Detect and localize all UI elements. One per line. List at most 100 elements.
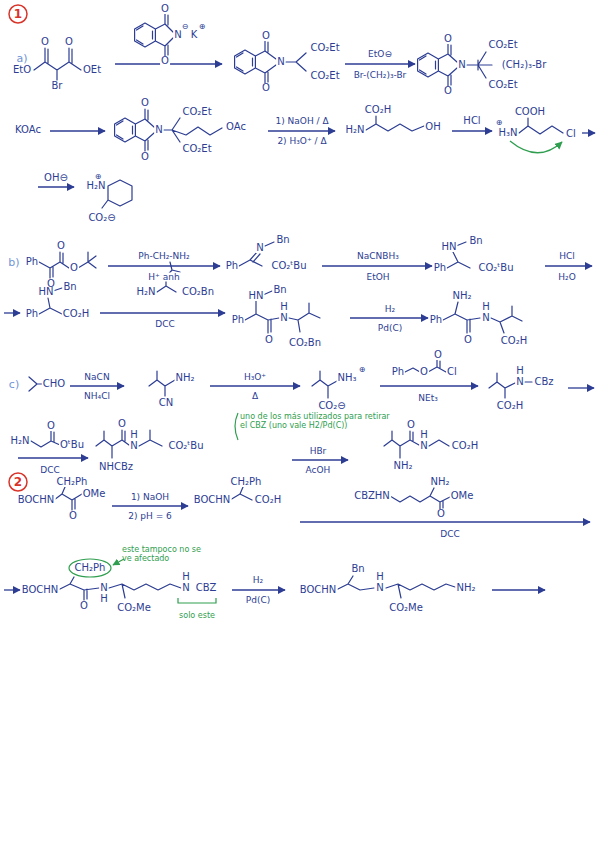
chem-label: H bbox=[375, 572, 385, 582]
chem-label: COOH bbox=[514, 107, 546, 117]
chem-label: NH₂ bbox=[174, 373, 195, 383]
chem-label: CO₂H bbox=[451, 441, 479, 451]
mechanism-arrow bbox=[510, 141, 562, 153]
chem-label: O bbox=[433, 350, 443, 360]
chem-label: Br-(CH₂)₃-Br bbox=[353, 71, 408, 80]
chem-label: CHO bbox=[42, 379, 66, 389]
chem-label: O bbox=[443, 86, 453, 96]
chem-label: NH₂ bbox=[455, 583, 476, 593]
chem-label: H bbox=[419, 430, 429, 440]
chem-label: O bbox=[160, 56, 170, 66]
margin-note: este tampoco no se ve afectado bbox=[122, 546, 204, 564]
chem-label: Ph bbox=[391, 367, 405, 377]
chem-label: O bbox=[419, 367, 429, 377]
chem-label: Ph bbox=[25, 257, 39, 267]
reaction-arrow bbox=[4, 312, 20, 313]
chem-label: CBz bbox=[533, 377, 554, 387]
chem-label: CBZHN bbox=[353, 491, 391, 501]
chem-label: N bbox=[457, 60, 466, 70]
reaction-arrow bbox=[210, 385, 300, 386]
chem-label: CH₂Ph bbox=[230, 477, 263, 487]
chem-label: CO₂Me bbox=[388, 603, 424, 613]
reaction-arrow bbox=[108, 265, 220, 266]
chem-label: 1) NaOH / Δ bbox=[274, 117, 329, 126]
reaction-arrow bbox=[492, 589, 545, 590]
reaction-arrow bbox=[100, 312, 225, 313]
chem-label: CO₂H bbox=[254, 495, 282, 505]
chem-label: Pd(C) bbox=[377, 324, 403, 333]
chem-label: Ph bbox=[25, 309, 39, 319]
reaction-arrow bbox=[50, 130, 105, 131]
chem-label: Cl bbox=[446, 367, 458, 377]
margin-note: uno de los más utilizados para retirar e… bbox=[240, 413, 390, 431]
chem-label: NH₃ bbox=[336, 373, 357, 383]
chem-label: CN bbox=[158, 398, 174, 408]
note-bracket bbox=[235, 413, 238, 440]
chem-label: CO₂Et bbox=[487, 40, 518, 50]
part-letter: a) bbox=[15, 53, 28, 64]
chem-label: NH₂ bbox=[451, 291, 472, 301]
chem-label: CO₂Et bbox=[181, 144, 212, 154]
chem-label: Ph bbox=[225, 261, 239, 271]
chem-label: O bbox=[69, 263, 79, 273]
step-circle bbox=[9, 5, 27, 23]
chem-label: N bbox=[279, 313, 288, 323]
chem-label: BOCHN bbox=[193, 495, 232, 505]
chem-label: HBr bbox=[309, 447, 328, 456]
chem-label: EtO⊖ bbox=[367, 50, 393, 59]
chem-label: CH₂Ph bbox=[74, 563, 107, 573]
reaction-arrow bbox=[268, 130, 335, 131]
chem-label: O bbox=[40, 37, 50, 47]
chem-label: O bbox=[117, 419, 127, 429]
chem-label: O bbox=[261, 83, 271, 93]
chem-label: DCC bbox=[39, 466, 61, 475]
chem-label: O bbox=[443, 34, 453, 44]
chem-label: (CH₂)₃-Br bbox=[501, 60, 548, 70]
chem-label: Ph bbox=[231, 315, 245, 325]
chem-label: K bbox=[190, 30, 199, 40]
chem-label: CO₂H bbox=[62, 309, 90, 319]
chem-label: O bbox=[436, 509, 446, 519]
chem-label: CO₂Et bbox=[309, 71, 340, 81]
chem-label: 2) pH = 6 bbox=[127, 512, 173, 521]
chem-label: OMe bbox=[82, 489, 107, 499]
chem-label: Ph bbox=[433, 263, 447, 273]
chem-label: H₂N bbox=[135, 287, 156, 297]
chem-label: O bbox=[140, 152, 150, 162]
chem-label: CO₂Et bbox=[487, 80, 518, 90]
chem-label: OAc bbox=[225, 122, 247, 132]
chem-label: CO₂Bn bbox=[288, 338, 322, 348]
chem-label: H bbox=[279, 302, 289, 312]
reaction-arrow bbox=[452, 130, 492, 131]
chem-label: O bbox=[64, 37, 74, 47]
margin-note: solo este bbox=[178, 612, 216, 620]
chem-label: DCC bbox=[439, 530, 461, 539]
reaction-arrow bbox=[292, 459, 348, 460]
chem-label: DCC bbox=[154, 320, 176, 329]
chem-label: N bbox=[173, 30, 182, 40]
note-bracket bbox=[178, 598, 216, 603]
chem-label: CO₂ᵗBu bbox=[167, 441, 204, 451]
chem-label: BOCHN bbox=[17, 495, 56, 505]
chem-label: H bbox=[129, 430, 139, 440]
chem-label: H⁺ anh bbox=[147, 273, 180, 282]
chem-label: N bbox=[419, 441, 428, 451]
chem-label: Bn bbox=[62, 282, 77, 292]
chem-label: CO₂Et bbox=[309, 43, 340, 53]
chem-label: O bbox=[79, 601, 89, 611]
chem-label: ⊕ bbox=[495, 119, 504, 127]
chem-label: ⊕ bbox=[94, 173, 103, 181]
reaction-arrow bbox=[380, 385, 478, 386]
chem-label: OH bbox=[424, 122, 441, 132]
reaction-arrow bbox=[18, 457, 88, 458]
chem-label: O bbox=[68, 511, 78, 521]
chem-label: HN bbox=[441, 242, 458, 252]
chem-label: O bbox=[261, 31, 271, 41]
chem-label: N bbox=[515, 377, 524, 387]
chem-label: H₂N bbox=[85, 181, 106, 191]
chem-label: Ph bbox=[429, 315, 443, 325]
chem-label: EtO bbox=[12, 65, 32, 75]
chem-label: CO₂Et bbox=[181, 107, 212, 117]
chem-label: ⊕ bbox=[198, 23, 207, 31]
